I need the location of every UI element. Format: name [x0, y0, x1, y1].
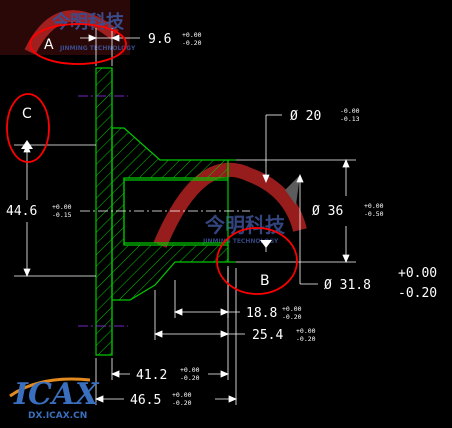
dim-bore-small-lower: -0.13 — [340, 115, 360, 123]
dim-bore-small: Ø 20 — [290, 109, 321, 124]
marker-c: C — [6, 93, 50, 163]
top-watermark: 今明科技 JINMING TECHNOLOGY — [0, 0, 136, 55]
centerlines — [78, 95, 128, 327]
dim-groove: Ø 31.8 — [324, 278, 371, 293]
marker-a-label: A — [44, 37, 54, 53]
dim-left-height-lower: -0.15 — [52, 211, 72, 219]
top-watermark-en: JINMING TECHNOLOGY — [59, 45, 136, 52]
dim-len-18: 18.8 — [246, 306, 277, 321]
dim-hub-outer-lower: -0.50 — [364, 210, 384, 218]
dim-len-18-lower: -0.20 — [282, 313, 302, 321]
icax-logo-url: DX.ICAX.CN — [28, 411, 87, 421]
dim-top-width-lower: -0.20 — [182, 39, 202, 47]
dim-len-41-upper: +0.00 — [180, 366, 200, 374]
marker-c-label: C — [22, 106, 32, 122]
dim-len-46: 46.5 — [130, 393, 161, 408]
dimension-lines — [14, 28, 356, 405]
dim-groove-lower: -0.20 — [398, 286, 437, 301]
dim-len-25-upper: +0.00 — [296, 327, 316, 335]
marker-a: A — [29, 23, 127, 65]
center-watermark: 今明科技 JINMING TECHNOLOGY — [153, 163, 307, 248]
center-watermark-cn: 今明科技 — [205, 213, 286, 237]
dim-left-height: 44.6 — [6, 204, 37, 219]
top-watermark-cn: 今明科技 — [52, 11, 125, 33]
dimension-texts: 9.6 +0.00 -0.20 Ø 20 -0.00 -0.13 44.6 +0… — [6, 31, 437, 408]
dim-left-height-upper: +0.00 — [52, 203, 72, 211]
icax-logo-text: ICAX — [13, 377, 100, 412]
icax-logo: ICAX DX.ICAX.CN — [9, 377, 100, 421]
dim-groove-upper: +0.00 — [398, 266, 437, 281]
dim-hub-outer: Ø 36 — [312, 204, 343, 219]
center-watermark-en: JINMING TECHNOLOGY — [202, 238, 279, 245]
dim-len-41-lower: -0.20 — [180, 374, 200, 382]
dim-len-25: 25.4 — [252, 328, 283, 343]
part-section — [95, 67, 236, 356]
dim-top-width-upper: +0.00 — [182, 31, 202, 39]
marker-b-label: B — [260, 273, 270, 289]
dim-top-width: 9.6 — [148, 32, 171, 47]
dim-len-46-lower: -0.20 — [172, 399, 192, 407]
dim-len-25-lower: -0.20 — [296, 335, 316, 343]
dim-len-18-upper: +0.00 — [282, 305, 302, 313]
dim-bore-small-upper: -0.00 — [340, 107, 360, 115]
marker-b: B — [216, 227, 298, 295]
dim-hub-outer-upper: +0.00 — [364, 202, 384, 210]
dim-len-46-upper: +0.00 — [172, 391, 192, 399]
dim-len-41: 41.2 — [136, 368, 167, 383]
